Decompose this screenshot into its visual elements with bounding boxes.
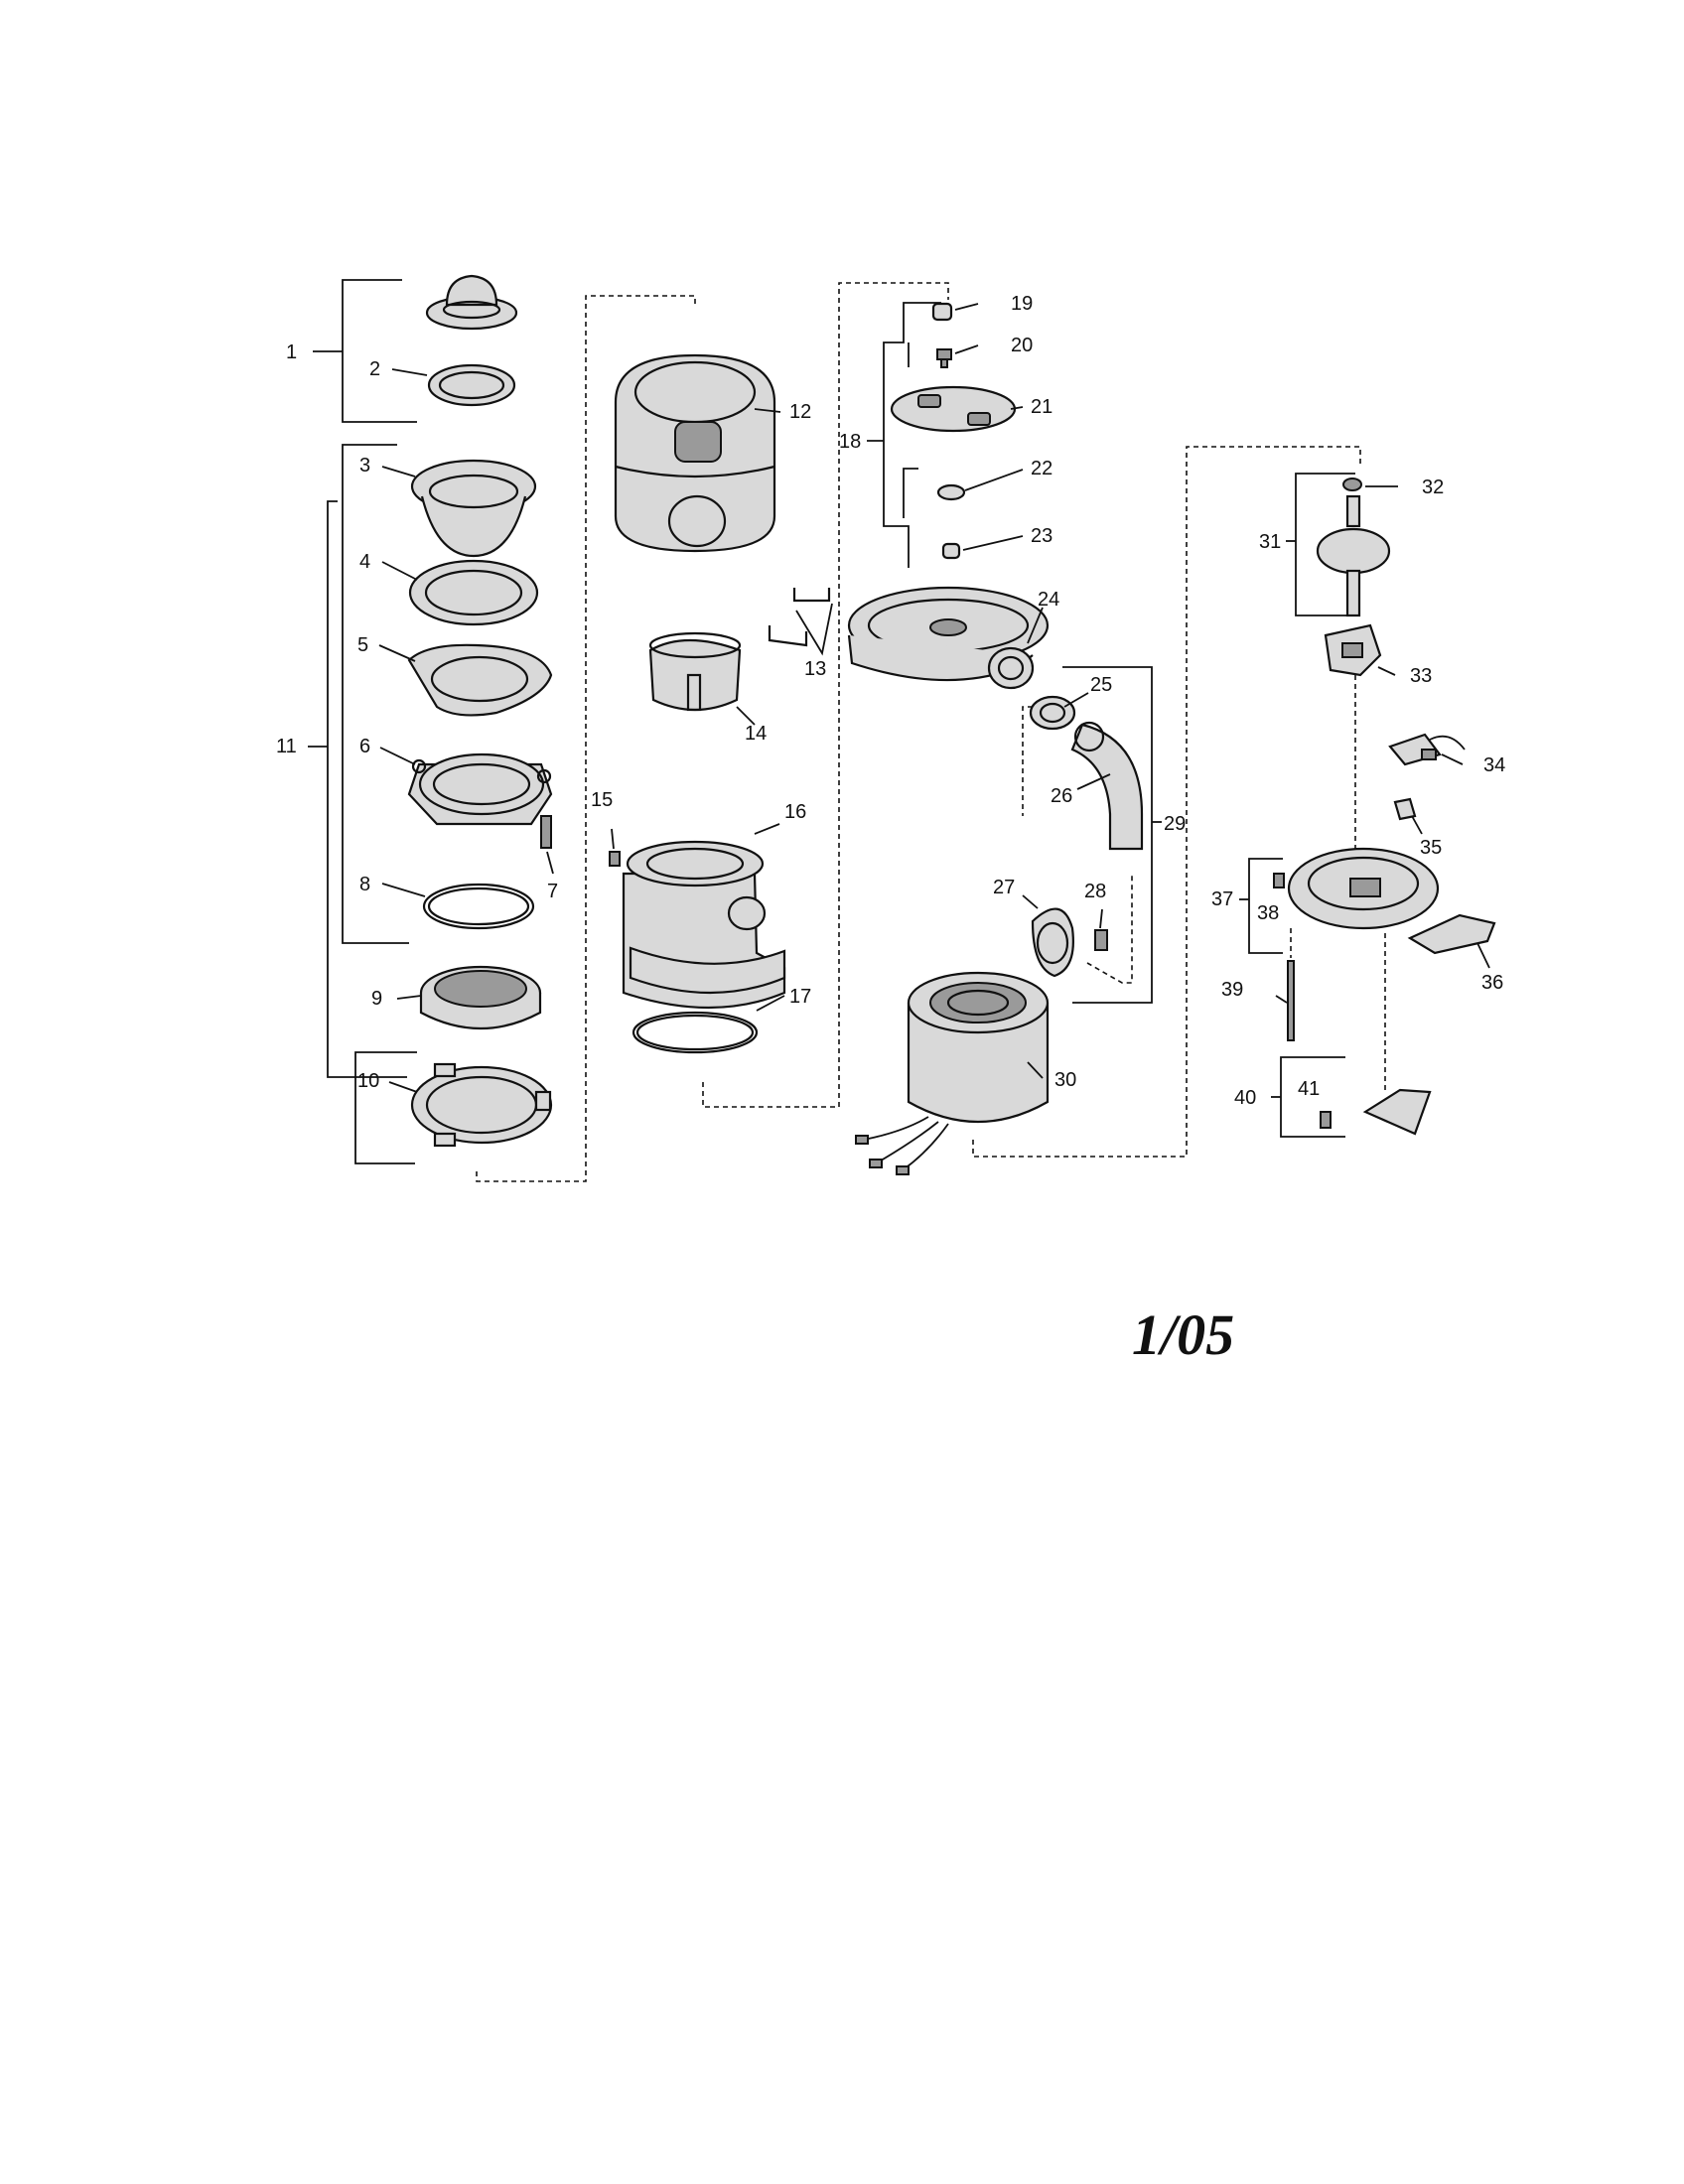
- rotor-part: [1316, 494, 1391, 617]
- callout-20: 20: [1011, 335, 1033, 356]
- callout-39: 39: [1221, 979, 1243, 1001]
- bushing-part: [941, 542, 961, 560]
- discharge-gasket-part: [1029, 695, 1076, 731]
- ring-part: [427, 363, 516, 407]
- callout-2: 2: [369, 358, 380, 380]
- callout-35: 35: [1420, 837, 1442, 859]
- callout-leaders: [378, 303, 1490, 1093]
- callout-27: 27: [993, 877, 1015, 898]
- switch-part: [1388, 733, 1466, 766]
- callout-5: 5: [357, 634, 368, 656]
- bracket-group-11: [308, 444, 409, 1078]
- clip-part-a: [792, 588, 831, 603]
- screw-part-7: [540, 815, 552, 849]
- callout-13: 13: [804, 658, 826, 680]
- callout-23: 23: [1031, 525, 1052, 547]
- bracket-group-10: [354, 1051, 417, 1164]
- lower-mounting-ring-part: [410, 1062, 553, 1148]
- snap-ring-part: [422, 883, 535, 930]
- callout-6: 6: [359, 736, 370, 757]
- callout-1: 1: [286, 341, 297, 363]
- callout-11: 11: [276, 736, 297, 757]
- callout-21: 21: [1031, 396, 1052, 418]
- bracket-group-18: [867, 302, 941, 568]
- sink-flange-part: [410, 459, 537, 558]
- motor-stator-part: [855, 971, 1050, 1175]
- gasket-part: [408, 559, 539, 626]
- bracket-group-37: [1239, 858, 1283, 954]
- housing-gasket-part: [632, 1011, 759, 1054]
- callout-32: 32: [1422, 477, 1444, 498]
- bottom-plate-part: [1287, 847, 1440, 930]
- connector-motor: [972, 446, 1361, 1158]
- sleeve-part: [648, 631, 742, 712]
- switch-housing-part: [1324, 623, 1382, 677]
- connector-tube-group: [1022, 706, 1033, 816]
- upper-housing-part: [622, 840, 786, 1010]
- cap-part: [931, 302, 953, 322]
- callout-24: 24: [1038, 589, 1059, 611]
- bracket-group-1: [313, 279, 417, 423]
- callout-31: 31: [1259, 531, 1281, 553]
- callout-14: 14: [745, 723, 767, 745]
- washer-part: [936, 483, 966, 501]
- callout-29: 29: [1164, 813, 1186, 835]
- callout-7: 7: [547, 881, 558, 902]
- callout-30: 30: [1054, 1069, 1076, 1091]
- tube-flange-part: [1031, 907, 1074, 978]
- callout-36: 36: [1481, 972, 1503, 994]
- callout-37: 37: [1211, 888, 1233, 910]
- callout-40: 40: [1234, 1087, 1256, 1109]
- cover-plate-part: [1407, 913, 1496, 955]
- rod-part: [1287, 928, 1295, 1041]
- screw-part-28: [1094, 929, 1108, 951]
- bracket-group-40: [1271, 1056, 1345, 1138]
- callout-25: 25: [1090, 674, 1112, 696]
- screw-part-41: [1320, 1111, 1332, 1129]
- terminal-part: [1393, 797, 1417, 821]
- callout-38: 38: [1257, 902, 1279, 924]
- callout-8: 8: [359, 874, 370, 895]
- screw-part-38: [1273, 873, 1285, 888]
- callout-34: 34: [1483, 754, 1505, 776]
- backup-ring-part: [407, 643, 553, 717]
- screw-part-15: [609, 851, 621, 867]
- clip-part-b: [768, 625, 808, 647]
- callout-3: 3: [359, 455, 370, 477]
- screw-part-20: [936, 348, 952, 368]
- callout-16: 16: [784, 801, 806, 823]
- callout-26: 26: [1051, 785, 1072, 807]
- discharge-tube-part: [1070, 721, 1144, 851]
- bracket-group-31: [1286, 473, 1355, 616]
- revision-date: 1/05: [1132, 1302, 1235, 1367]
- stopper-part: [425, 274, 518, 331]
- callout-15: 15: [591, 789, 613, 811]
- label-plate-part: [1362, 1088, 1432, 1136]
- bracket-group-29: [1062, 666, 1162, 1004]
- turntable-part: [890, 385, 1017, 433]
- grind-chamber-part: [847, 586, 1050, 690]
- callout-19: 19: [1011, 293, 1033, 315]
- callout-10: 10: [357, 1070, 379, 1092]
- splash-guard-part: [419, 965, 542, 1030]
- mounting-ring-part: [407, 752, 553, 826]
- insulation-shell-part: [614, 353, 776, 553]
- callout-17: 17: [789, 986, 811, 1008]
- nut-part: [1342, 478, 1362, 491]
- callout-22: 22: [1031, 458, 1052, 479]
- callout-28: 28: [1084, 881, 1106, 902]
- callout-12: 12: [789, 401, 811, 423]
- connector-flange-group: [1086, 874, 1133, 984]
- callout-9: 9: [371, 988, 382, 1010]
- callout-4: 4: [359, 551, 370, 573]
- callout-33: 33: [1410, 665, 1432, 687]
- callout-41: 41: [1298, 1078, 1320, 1100]
- callout-18: 18: [839, 431, 861, 453]
- connector-second-column: [702, 282, 949, 1108]
